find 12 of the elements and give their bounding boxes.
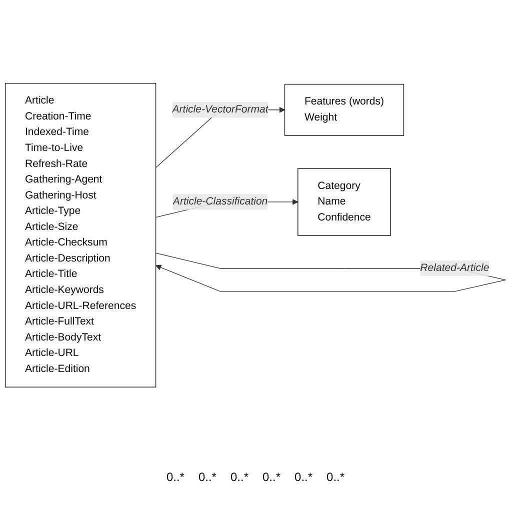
multiplicity-label: 0..* (294, 470, 313, 484)
edge-label: Article-VectorFormat (172, 104, 268, 115)
node-box: Features (words) Weight (284, 84, 404, 136)
multiplicity-label: 0..* (230, 470, 248, 484)
node-box: Category Name Confidence (298, 168, 391, 236)
edge-label: Article-Classification (172, 196, 268, 208)
multiplicity-label: 0..* (166, 470, 184, 484)
edge-label: Related-Article (420, 262, 490, 274)
node-box: Article Creation-Time Indexed-Time Time-to-Live Refresh-Rate Gathering-Agent Gathering-Host Article-Type Article-Size Article-Checksum Article-Description Article-Title Article-Keywords Article-URL-References Article-FullText Article-BodyText Article-URL Article-Edition (4, 82, 156, 388)
multiplicity-label: 0..* (326, 470, 345, 484)
multiplicity-label: 0..* (198, 470, 216, 484)
multiplicity-label: 0..* (262, 470, 281, 484)
